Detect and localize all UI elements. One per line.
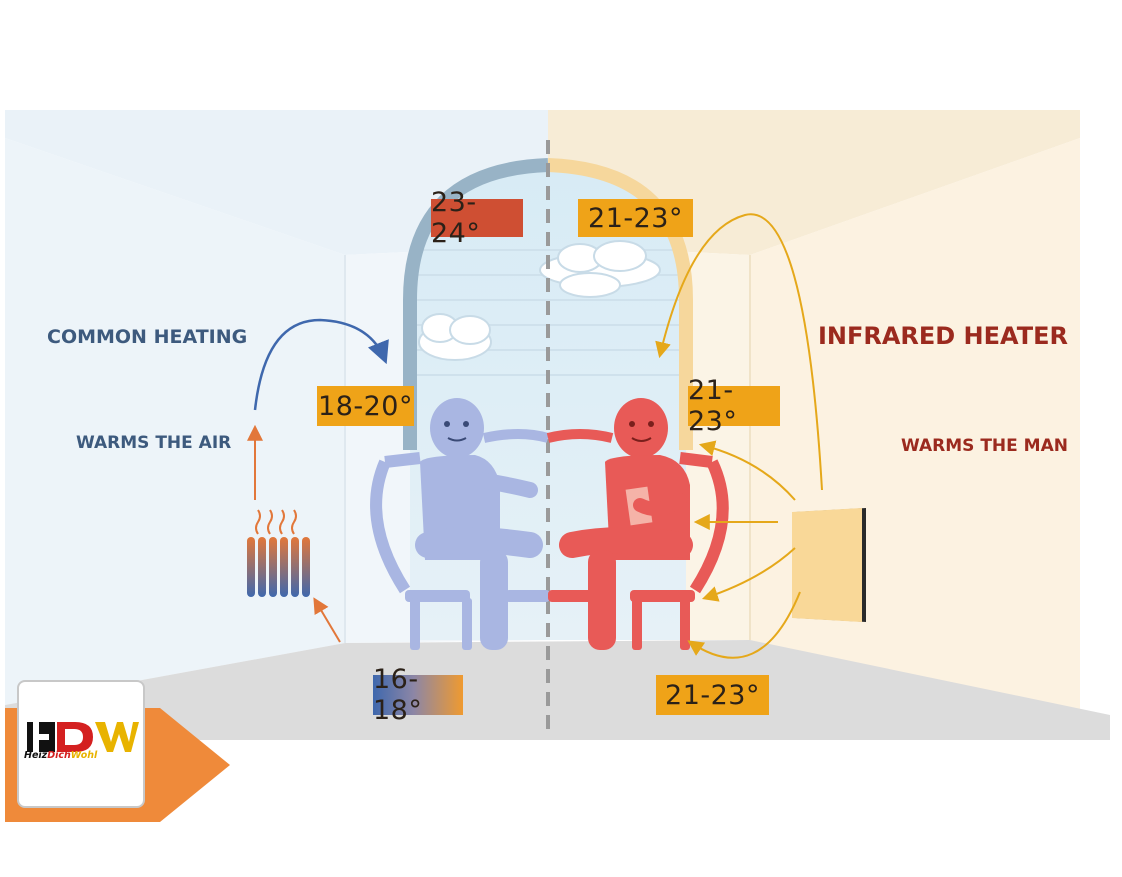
cloud: [418, 313, 492, 361]
floor: [5, 640, 1110, 740]
temp-left-ceiling: 23-24°: [431, 187, 523, 249]
right-radiation-arrows: [655, 213, 823, 659]
warms-air-subtitle: WARMS THE AIR: [76, 433, 232, 453]
infrared-heater-title: INFRARED HEATER: [817, 322, 1068, 350]
infrared-panel: [792, 508, 866, 622]
hdw-logo-mark: [27, 722, 139, 752]
temp-right-ceiling: 21-23°: [578, 199, 693, 237]
temp-right-head: 21-23°: [688, 375, 780, 437]
warms-man-subtitle: WARMS THE MAN: [901, 436, 1068, 456]
common-heating-title: COMMON HEATING: [47, 326, 248, 348]
radiator: [247, 509, 310, 597]
brand-logo: [17, 680, 145, 808]
cloud: [539, 240, 661, 298]
right-person: [546, 398, 729, 650]
logo-wordmark: HeizDichWohl: [24, 750, 98, 761]
left-person: [370, 398, 550, 650]
temp-left-head: 18-20°: [317, 386, 414, 426]
temp-right-floor: 21-23°: [656, 675, 769, 715]
temp-left-floor: 16-18°: [373, 664, 463, 726]
left-air-arrows: [247, 318, 389, 643]
